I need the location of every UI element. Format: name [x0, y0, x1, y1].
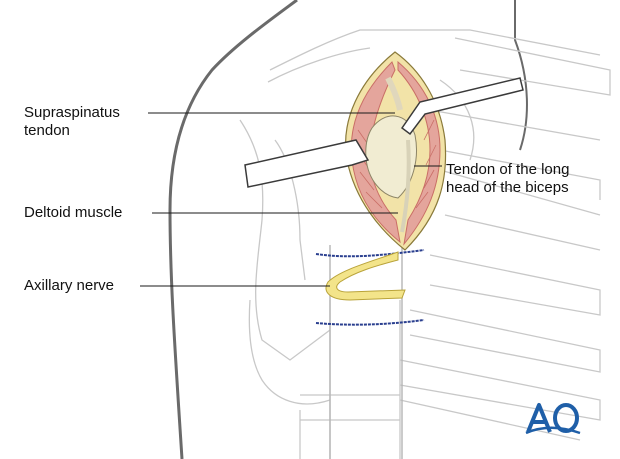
label-biceps-tendon: Tendon of the long head of the biceps — [446, 161, 569, 197]
biceps-tendon — [400, 139, 411, 233]
retractor-right — [400, 77, 524, 136]
suture-upper — [315, 249, 425, 258]
skeleton-lines — [239, 29, 611, 459]
label-axillary-nerve: Axillary nerve — [24, 277, 115, 294]
supraspinatus-tendon — [385, 76, 403, 111]
retractor-left — [244, 139, 370, 188]
label-biceps-line1: Tendon of the long — [446, 161, 570, 178]
label-biceps-line2: head of the biceps — [446, 179, 569, 196]
body-outline — [168, 0, 298, 459]
axillary-nerve — [325, 251, 406, 301]
label-supraspinatus-tendon: Supraspinatus tendon — [24, 104, 120, 140]
label-supraspinatus-line1: Supraspinatus — [24, 104, 120, 121]
humeral-head — [365, 115, 417, 199]
label-deltoid-muscle: Deltoid muscle — [24, 204, 123, 221]
shoulder-outline — [514, 0, 528, 151]
suture-lower — [315, 319, 425, 326]
muscle-left — [350, 61, 401, 244]
leader-lines — [140, 112, 442, 287]
label-supraspinatus-line2: tendon — [24, 122, 70, 139]
ao-logo-icon — [525, 403, 581, 435]
